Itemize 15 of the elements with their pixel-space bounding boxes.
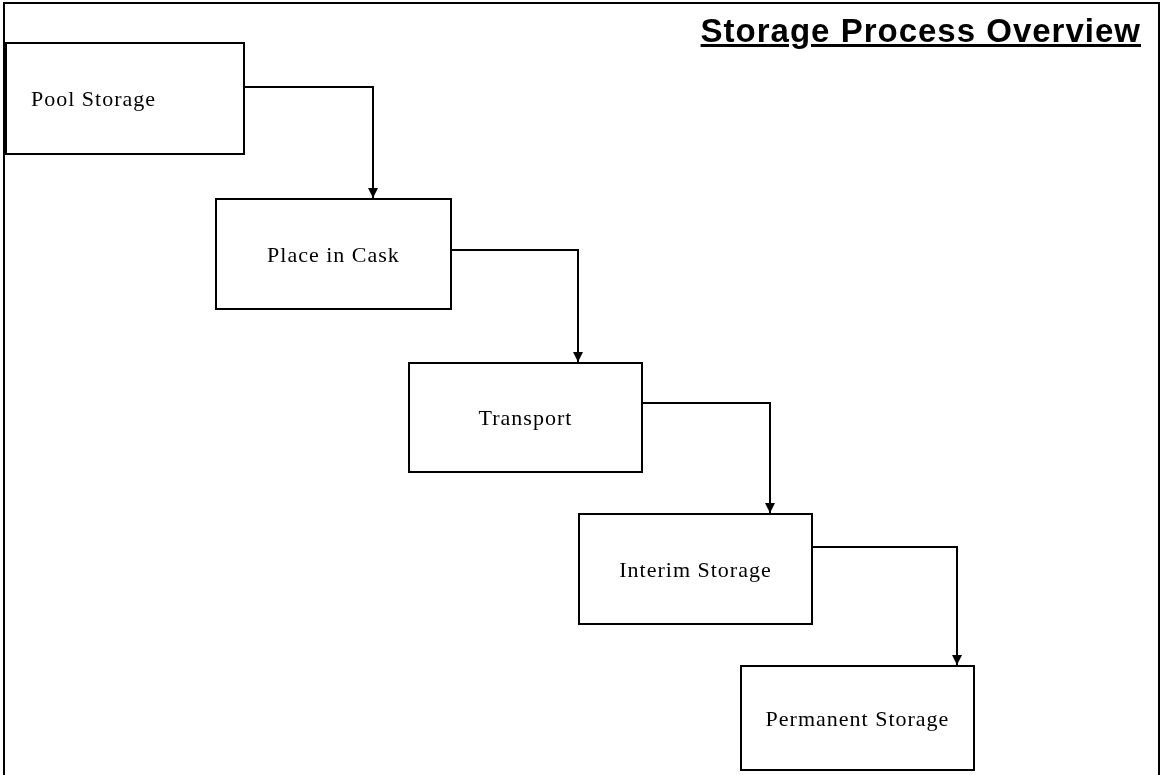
arrow (244, 86, 378, 199)
process-box (740, 665, 975, 771)
box-label: Transport (478, 404, 573, 432)
box-label: Pool Storage (31, 85, 157, 113)
box-label: Permanent Storage (765, 704, 950, 733)
title: Storage Process Overview (700, 11, 1141, 51)
process-box (215, 198, 452, 310)
box-label: Place in Cask (267, 240, 400, 269)
box-label: Interim Storage (619, 555, 772, 584)
process-box (408, 362, 643, 473)
process-box (5, 42, 245, 155)
process-box (578, 513, 813, 625)
arrow (642, 402, 775, 514)
arrow (451, 249, 583, 363)
arrow (812, 546, 962, 666)
